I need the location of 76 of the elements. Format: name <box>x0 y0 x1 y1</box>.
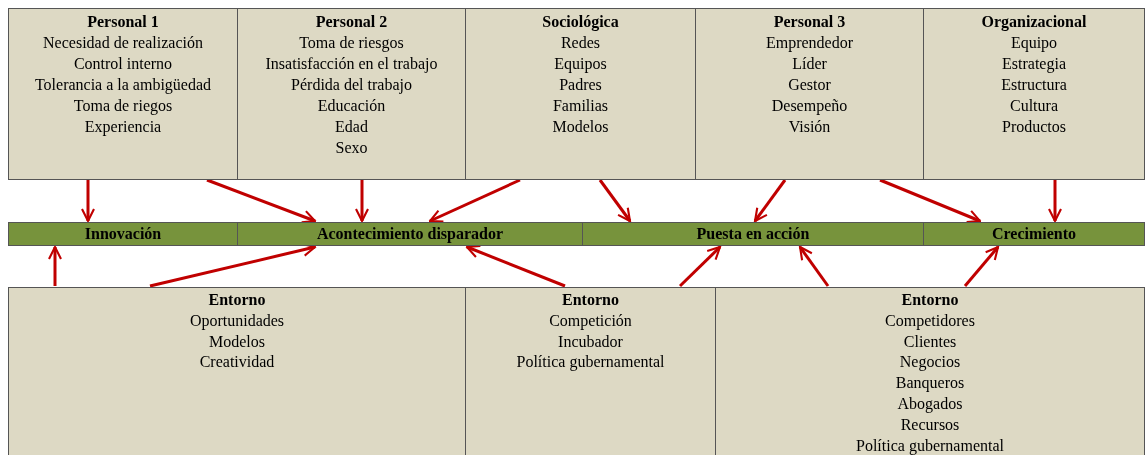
factor-item: Incubador <box>558 331 623 352</box>
arrow <box>753 179 787 223</box>
factor-item: Clientes <box>903 331 957 352</box>
factor-box <box>923 8 1145 180</box>
arrow <box>80 180 96 223</box>
arrow <box>1047 180 1063 223</box>
box-heading: Entorno <box>208 290 266 310</box>
factor-item: Modelos <box>209 331 265 352</box>
factor-item: Edad <box>335 117 368 137</box>
factor-item: Creatividad <box>199 352 275 373</box>
box-heading: Personal 2 <box>315 12 388 32</box>
factor-item: Insatisfacción en el trabajo <box>265 54 438 74</box>
factor-box <box>695 8 924 180</box>
factor-item: Padres <box>559 75 602 95</box>
arrow <box>206 178 317 224</box>
arrow <box>428 178 521 223</box>
factor-box <box>465 287 716 455</box>
stage-label: Puesta en acción <box>696 224 810 244</box>
arrow <box>879 178 982 224</box>
box-heading: Entorno <box>901 290 959 310</box>
factor-item: Oportunidades <box>189 310 285 332</box>
factor-box <box>465 8 696 180</box>
factor-item: Abogados <box>897 394 963 415</box>
factor-item: Banqueros <box>895 373 965 394</box>
factor-item: Líder <box>792 54 827 74</box>
stage-bar <box>582 222 924 246</box>
factor-item: Control interno <box>73 54 173 74</box>
factor-item: Política gubernamental <box>516 352 665 373</box>
factor-item: Redes <box>560 33 601 53</box>
stage-label: Innovación <box>84 224 162 244</box>
factor-item: Necesidad de realización <box>43 33 203 53</box>
factor-item: Cultura <box>1010 96 1058 116</box>
box-heading: Personal 3 <box>773 12 846 32</box>
stage-label: Crecimiento <box>991 224 1077 244</box>
stage-bar <box>237 222 583 246</box>
factor-item: Equipos <box>554 54 607 74</box>
arrow <box>47 245 63 286</box>
factor-box <box>8 287 466 455</box>
factor-item: Equipo <box>1010 33 1058 53</box>
factor-item: Modelos <box>552 117 609 137</box>
factor-item: Estrategia <box>1002 54 1066 74</box>
factor-box <box>237 8 466 180</box>
stage-label: Acontecimiento disparador <box>316 224 504 244</box>
factor-item: Recursos <box>900 414 960 435</box>
factor-item: Gestor <box>788 75 831 95</box>
box-heading: Sociológica <box>542 12 619 32</box>
factor-item: Estructura <box>1001 75 1067 95</box>
factor-item: Competidores <box>885 310 975 332</box>
factor-item: Negocios <box>899 352 961 373</box>
factor-item: Productos <box>1002 117 1066 137</box>
factor-item: Educación <box>317 96 386 116</box>
arrow <box>465 244 566 288</box>
factor-item: Experiencia <box>84 117 162 137</box>
box-heading: Personal 1 <box>87 12 159 32</box>
factor-item: Pérdida del trabajo <box>291 75 412 95</box>
arrow <box>798 245 830 287</box>
factor-box <box>8 8 238 180</box>
factor-item: Visión <box>788 117 831 137</box>
box-heading: Organizacional <box>981 12 1087 32</box>
stage-bar <box>8 222 238 246</box>
factor-item: Competición <box>549 310 632 332</box>
factor-box <box>715 287 1145 455</box>
arrow <box>354 180 370 223</box>
factor-item: Política gubernamental <box>856 435 1004 455</box>
factor-item: Toma de riesgos <box>299 33 404 53</box>
factor-item: Familias <box>552 96 609 116</box>
box-heading: Entorno <box>562 290 619 310</box>
arrow <box>678 245 722 288</box>
arrow <box>598 179 632 223</box>
arrow <box>963 245 1000 287</box>
factor-item: Emprendedor <box>765 33 854 53</box>
factor-item: Toma de riegos <box>73 96 173 116</box>
factor-item: Tolerancia a la ambigüedad <box>34 75 212 95</box>
factor-item: Desempeño <box>771 96 848 116</box>
stage-bar <box>923 222 1145 246</box>
factor-item: Sexo <box>335 138 368 158</box>
